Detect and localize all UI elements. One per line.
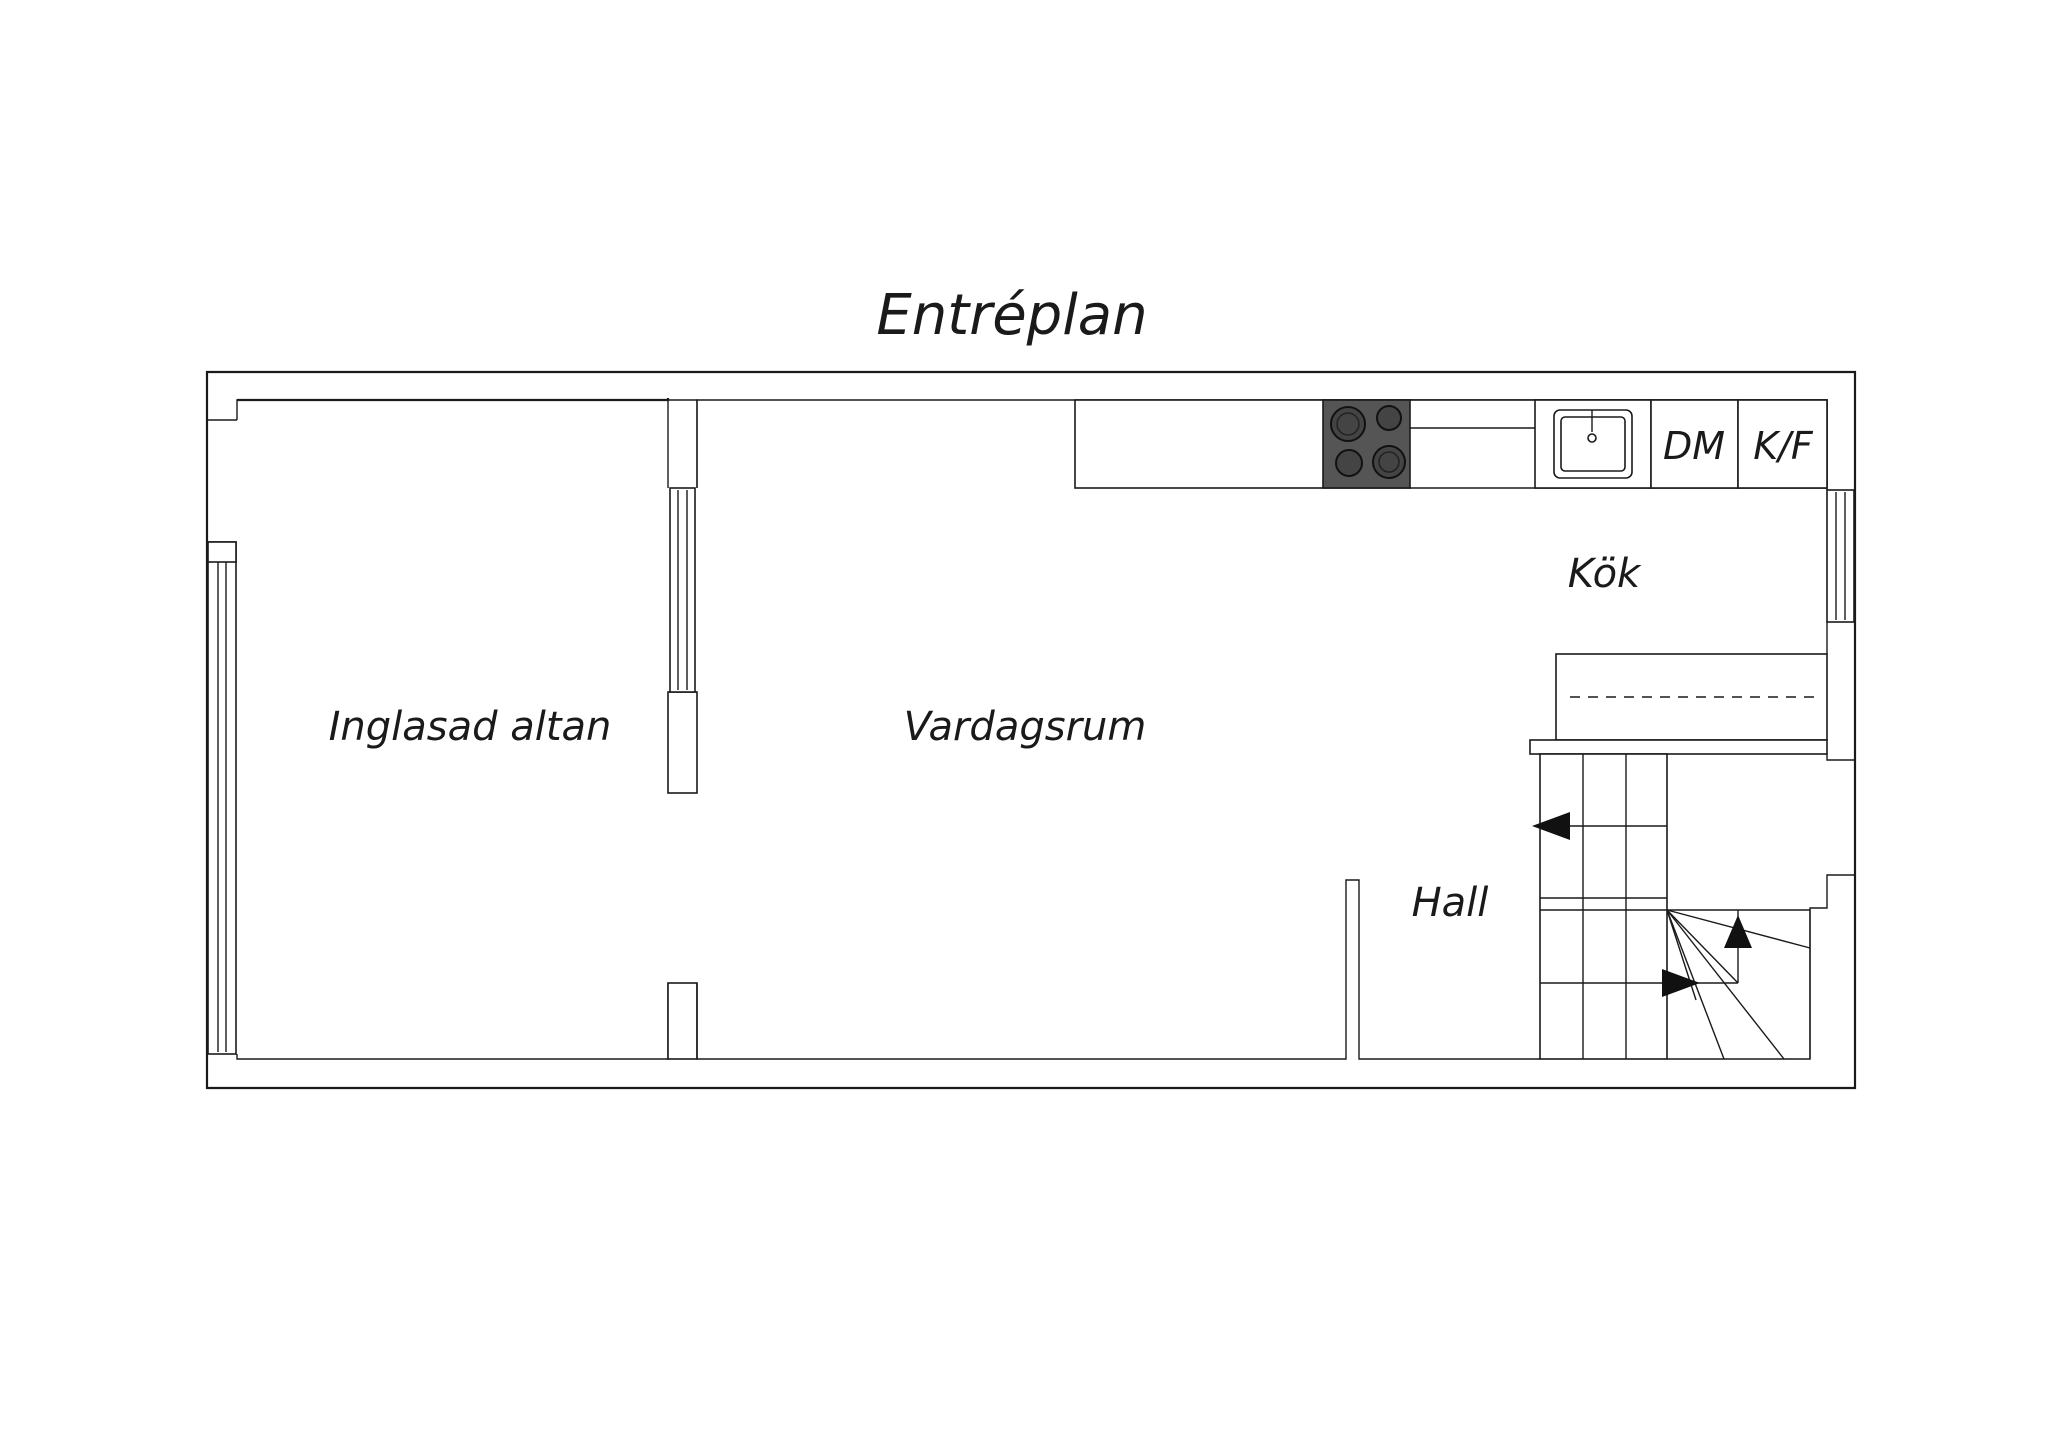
window-frame-top <box>207 541 237 563</box>
partition-wall-segment <box>667 691 698 794</box>
room-label-glazed-terrace: Inglasad altan <box>329 704 612 750</box>
sink-basin-inner <box>1560 416 1626 472</box>
stove-burner <box>1335 449 1363 477</box>
fridge-freezer <box>1737 399 1828 489</box>
stove-burner <box>1376 405 1402 431</box>
hall-right-wall <box>1826 754 1855 761</box>
exterior-outline <box>206 371 1856 1089</box>
stair-arrow-up-icon <box>1724 915 1752 948</box>
floor-title: Entréplan <box>876 283 1147 348</box>
stove-burner <box>1372 445 1406 479</box>
partition-window <box>669 487 696 693</box>
room-label-hall: Hall <box>1412 880 1489 926</box>
counter-gap-fill <box>1411 428 1535 490</box>
kitchen-window <box>1826 489 1855 623</box>
staircase <box>1539 753 1811 1060</box>
room-label-living-room: Vardagsrum <box>904 704 1147 750</box>
stair-arrow-left-icon <box>1532 812 1570 840</box>
dishwasher <box>1650 399 1739 489</box>
kitchen-island <box>1555 653 1828 741</box>
stove-burner <box>1336 412 1360 436</box>
room-label-kitchen: Kök <box>1568 551 1642 597</box>
fridge-freezer-label: K/F <box>1753 424 1814 468</box>
living-room-bottom-wall <box>696 879 1540 1060</box>
sink-drain <box>1587 433 1597 443</box>
terrace-window <box>207 541 237 1055</box>
partition-wall-bottom <box>667 982 698 1060</box>
stove-burner <box>1330 406 1366 442</box>
stair-arrow-right-icon <box>1662 969 1700 997</box>
stair-ledge <box>1529 739 1828 755</box>
terrace-inner-wall <box>236 399 669 488</box>
dishwasher-label: DM <box>1663 424 1725 468</box>
stove-burner <box>1378 451 1400 473</box>
